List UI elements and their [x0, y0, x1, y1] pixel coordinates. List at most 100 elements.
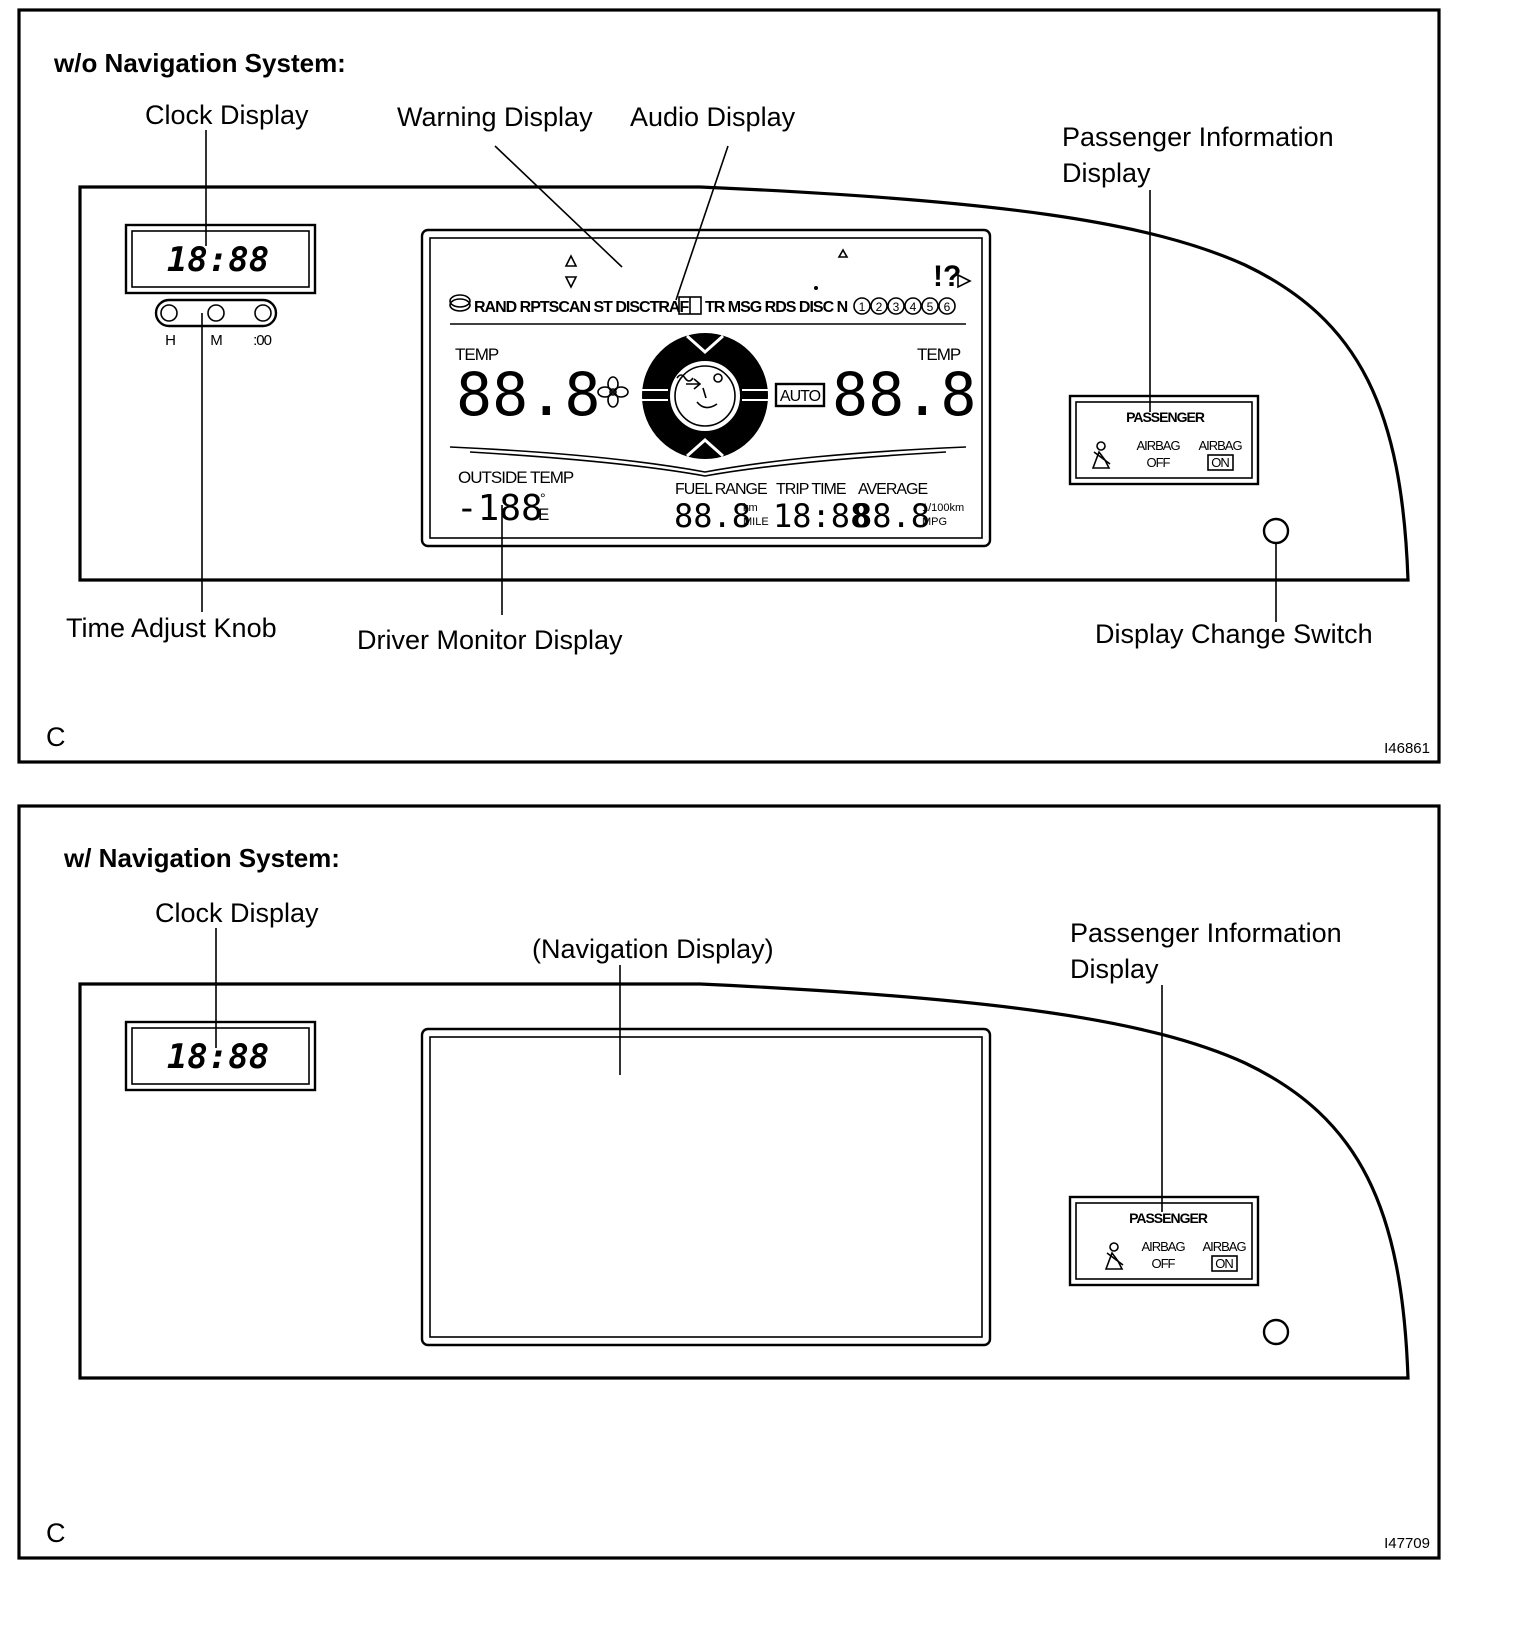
knob-label-00: :00 — [253, 332, 272, 349]
callout-lines-top — [201, 130, 1277, 622]
airbag-on-frame — [1207, 454, 1234, 471]
clock-readout-nav: 18:88 — [167, 1037, 269, 1077]
display-change-switch[interactable] — [1262, 517, 1290, 545]
label-passenger-info-2-nav: Display — [1070, 954, 1159, 984]
dashboard-outline-bottom — [78, 982, 1410, 1380]
label-passenger-info-1: Passenger Information — [1062, 122, 1334, 152]
average-value: 88.8 — [853, 497, 930, 535]
label-passenger-info-2: Display — [1062, 158, 1151, 188]
callout-lines-bottom — [215, 928, 1163, 1212]
frame-top — [17, 8, 1441, 764]
airbag-off-line1-nav: AIRBAG — [1141, 1239, 1185, 1254]
time-adjust-knob[interactable]: H M :00 — [154, 298, 278, 349]
up-arrow-icon — [564, 254, 578, 267]
auto-label: AUTO — [780, 388, 821, 405]
airbag-on-line2: ON — [1211, 455, 1229, 470]
clock-display: 18:88 — [124, 223, 317, 295]
corner-letter-top: C — [46, 722, 66, 752]
passenger-info-box-nav: PASSENGER AIRBAG OFF AIRBAG ON — [1068, 1195, 1260, 1287]
passenger-title-nav: PASSENGER — [1129, 1210, 1208, 1226]
temp-left-label: TEMP — [455, 345, 499, 364]
knob-label-h: H — [165, 332, 175, 349]
corner-letter-bottom: C — [46, 1518, 66, 1548]
disc-4: 4 — [910, 300, 917, 314]
outside-temp-unit-bottom: E — [538, 505, 549, 524]
display-change-switch-nav[interactable] — [1262, 1318, 1290, 1346]
airbag-on-line1: AIRBAG — [1198, 438, 1242, 453]
passenger-info-box: PASSENGER AIRBAG OFF AIRBAG ON — [1068, 394, 1260, 486]
label-passenger-info-1-nav: Passenger Information — [1070, 918, 1342, 948]
down-arrow-icon — [564, 276, 578, 289]
play-arrow-icon — [957, 273, 972, 289]
airflow-mode-ring — [641, 333, 769, 459]
disc-2: 2 — [876, 300, 883, 314]
frame-bottom — [17, 804, 1441, 1560]
passenger-title: PASSENGER — [1126, 409, 1205, 425]
airbag-off-line2: OFF — [1147, 455, 1171, 470]
airbag-off-line2-nav: OFF — [1152, 1256, 1176, 1271]
seatbelt-person-icon — [1091, 441, 1111, 469]
multi-display-screen: !? RAND RPTSCAN ST DISCTRAF TR MSG RDS D… — [420, 228, 992, 548]
airbag-on-line2-nav: ON — [1215, 1256, 1233, 1271]
header-with-nav: w/ Navigation System: — [63, 843, 340, 873]
airflow-arrow-icon — [686, 378, 702, 390]
outside-temp-label: OUTSIDE TEMP — [458, 468, 574, 487]
clock-display-nav: 18:88 — [124, 1020, 317, 1092]
average-label: AVERAGE — [858, 481, 928, 498]
seated-person-icon — [696, 387, 718, 409]
navigation-display[interactable] — [420, 1027, 992, 1347]
swoosh-divider — [449, 446, 967, 473]
fan-icon — [597, 376, 629, 408]
seatbelt-person-icon — [1104, 1242, 1124, 1270]
disc-number-row: 1 2 3 4 5 6 — [853, 297, 956, 315]
auto-box — [774, 382, 826, 408]
disc-6: 6 — [944, 300, 951, 314]
label-driver-monitor-display: Driver Monitor Display — [357, 625, 623, 655]
temp-right-label: TEMP — [917, 345, 961, 364]
label-warning-display: Warning Display — [397, 102, 593, 132]
header-without-nav: w/o Navigation System: — [53, 48, 346, 78]
trip-time-label: TRIP TIME — [776, 481, 846, 498]
label-time-adjust-knob: Time Adjust Knob — [66, 613, 277, 643]
knob-label-m: M — [210, 332, 222, 349]
fuel-range-value: 88.8 — [674, 497, 751, 535]
figure-id-top: I46861 — [1384, 740, 1430, 757]
cd-stack-icon — [449, 298, 471, 312]
disc-5: 5 — [927, 300, 934, 314]
knob-00-button[interactable] — [254, 304, 272, 322]
trip-time-value: 18:88 — [773, 497, 869, 535]
label-clock-display-nav: Clock Display — [155, 898, 319, 928]
dashboard-outline-top — [78, 185, 1410, 582]
warning-symbol: !? — [933, 260, 961, 293]
panel-with-navigation: w/ Navigation System: 18:88 PASSENGER AI… — [17, 804, 1441, 1560]
audio-row-text: RAND RPTSCAN ST DISCTRAF — [474, 299, 689, 316]
small-triangle-icon — [837, 248, 849, 258]
clock-readout: 18:88 — [167, 240, 269, 280]
fuel-unit-bottom: MILE — [743, 516, 769, 528]
label-navigation-display: (Navigation Display) — [532, 934, 774, 964]
indicator-dot — [814, 286, 818, 290]
label-audio-display: Audio Display — [630, 102, 796, 132]
airbag-on-frame-nav — [1211, 1255, 1238, 1272]
audio-row-text-2: TR MSG RDS DISC N — [705, 299, 848, 316]
disc-3: 3 — [893, 300, 900, 314]
outside-temp-unit-top: ° — [540, 490, 546, 506]
airbag-off-line1: AIRBAG — [1136, 438, 1180, 453]
defrost-icon — [676, 374, 694, 382]
fuel-range-label: FUEL RANGE — [675, 481, 767, 498]
average-unit-bottom: MPG — [922, 516, 947, 528]
label-clock-display: Clock Display — [145, 100, 309, 130]
average-unit-top: 1/100km — [922, 502, 964, 514]
temp-right-value: 88.8 — [832, 360, 977, 430]
fuel-unit-top: km — [743, 502, 758, 514]
knob-m-button[interactable] — [207, 304, 225, 322]
airbag-on-line1-nav: AIRBAG — [1202, 1239, 1246, 1254]
audio-indicator-row: RAND RPTSCAN ST DISCTRAF TR MSG RDS DISC… — [449, 294, 956, 316]
knob-h-button[interactable] — [160, 304, 178, 322]
label-display-change-switch: Display Change Switch — [1095, 619, 1373, 649]
figure-id-bottom: I47709 — [1384, 1535, 1430, 1552]
temp-left-value: 88.8 — [456, 360, 601, 430]
disc-1: 1 — [859, 300, 866, 314]
panel-without-navigation: w/o Navigation System: 18:88 H M :00 — [17, 8, 1441, 764]
